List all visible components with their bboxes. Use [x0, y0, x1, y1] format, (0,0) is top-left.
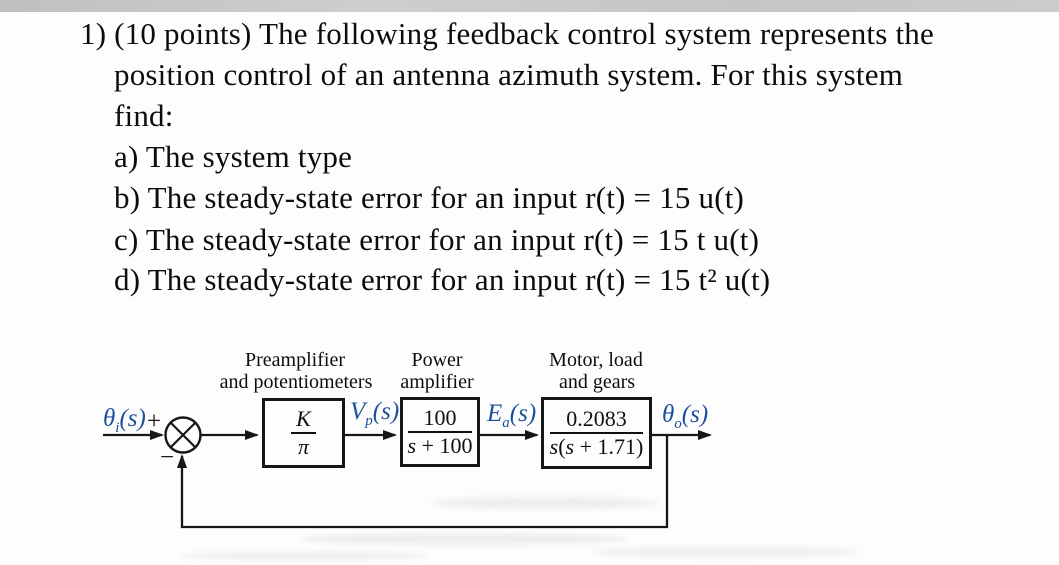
input-signal-label: θi(s) — [103, 405, 146, 437]
minus-sign: − — [160, 444, 175, 471]
problem-item-d: d) The steady-state error for an input r… — [114, 262, 771, 297]
scan-smudge — [430, 497, 660, 509]
output-signal-label: θo(s) — [662, 401, 709, 433]
motor-load-gears-block: 0.2083 s(s + 1.71) — [541, 397, 652, 469]
problem-item-b: b) The steady-state error for an input r… — [114, 180, 745, 215]
preamplifier-block: K π — [262, 398, 345, 468]
ea-signal-label: Ea(s) — [487, 400, 537, 432]
motor-denominator: s(s + 1.71) — [549, 434, 644, 459]
problem-item-c: c) The steady-state error for an input r… — [114, 222, 760, 257]
preamplifier-transfer-function: K π — [291, 406, 316, 459]
problem-line-3: find: — [114, 98, 174, 133]
power-amplifier-transfer-function: 100 s + 100 — [407, 405, 473, 458]
motor-numerator: 0.2083 — [549, 406, 644, 434]
caption-power-amplifier-line2: amplifier — [400, 371, 474, 393]
power-numerator: 100 — [407, 405, 473, 433]
summing-junction-cross-1 — [169, 421, 197, 449]
motor-transfer-function: 0.2083 s(s + 1.71) — [549, 406, 644, 459]
summing-junction-cross-2 — [169, 421, 197, 449]
scan-smudge — [300, 533, 630, 545]
scan-artifact-top-band — [0, 0, 1059, 12]
preamp-denominator: π — [297, 434, 310, 459]
scan-smudge — [180, 552, 430, 560]
problem-line-2: position control of an antenna azimuth s… — [114, 57, 904, 92]
problem-line-1: 1) (10 points) The following feedback co… — [80, 16, 934, 51]
vp-signal-label: Vp(s) — [350, 398, 400, 430]
power-denominator: s + 100 — [407, 433, 473, 458]
preamp-numerator: K — [291, 406, 316, 434]
problem-item-a: a) The system type — [114, 139, 353, 174]
power-amplifier-block: 100 s + 100 — [400, 397, 480, 467]
caption-preamplifier-line2: and potentiometers — [219, 371, 373, 393]
scan-smudge — [590, 547, 860, 557]
caption-motor-load-gears-line1: Motor, load — [549, 349, 643, 371]
plus-sign: + — [147, 408, 162, 435]
caption-motor-load-gears-line2: and gears — [558, 371, 636, 393]
caption-power-amplifier-line1: Power — [411, 349, 463, 371]
caption-preamplifier-line1: Preamplifier — [245, 349, 345, 371]
